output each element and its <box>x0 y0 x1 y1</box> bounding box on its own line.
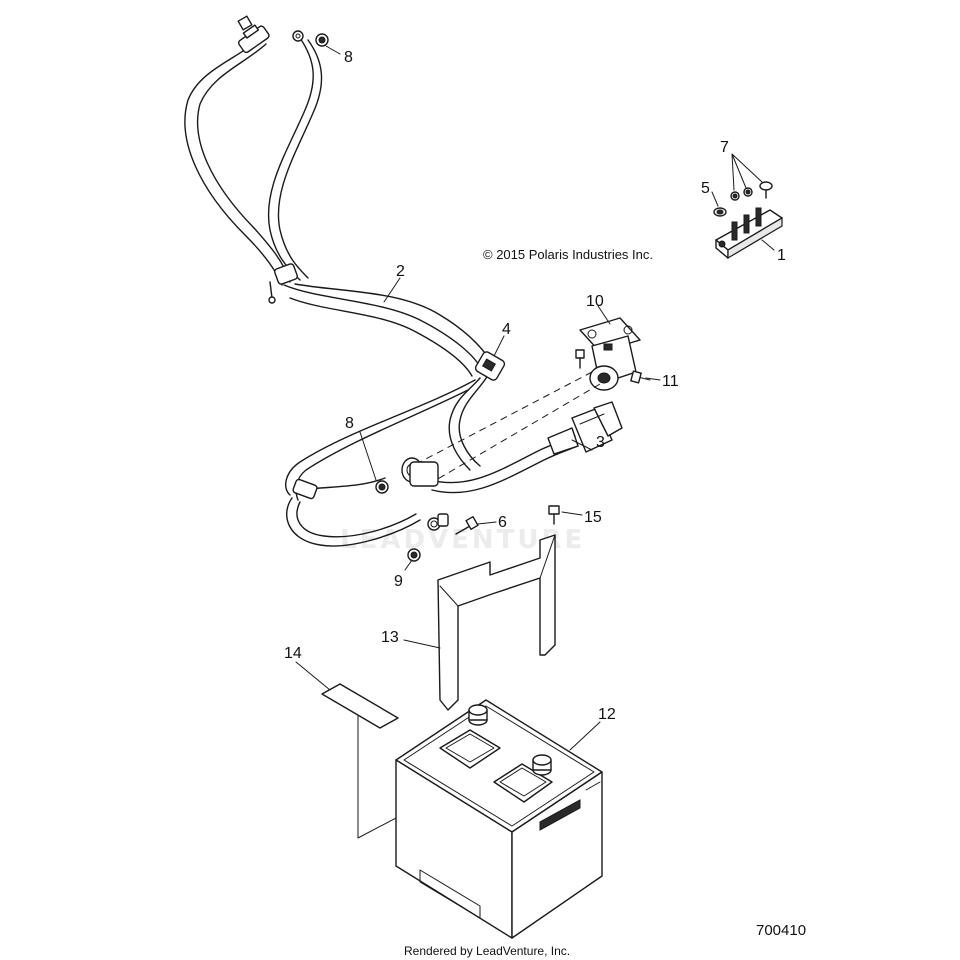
leader-lines <box>295 45 775 751</box>
callout-9: 9 <box>394 573 403 590</box>
relay-module <box>575 317 651 391</box>
callout-5: 5 <box>701 180 710 197</box>
callout-2: 2 <box>396 263 405 280</box>
drawing-number: 700410 <box>756 922 806 939</box>
terminal-clamp <box>474 351 506 381</box>
callout-12: 12 <box>598 706 616 723</box>
callout-3: 3 <box>596 434 605 451</box>
copyright-notice: © 2015 Polaris Industries Inc. <box>483 247 653 262</box>
render-credit: Rendered by LeadVenture, Inc. <box>404 944 570 958</box>
callout-8-middle: 8 <box>345 415 354 432</box>
callout-11: 11 <box>662 373 679 390</box>
bolt-6 <box>455 515 479 535</box>
callout-14: 14 <box>284 645 302 662</box>
hold-down-bracket <box>437 534 556 711</box>
nut-8-middle <box>375 480 389 494</box>
alignment-line-2 <box>435 383 601 481</box>
callouts: 1 2 3 4 5 6 7 8 8 9 10 11 12 13 14 15 <box>284 49 786 723</box>
battery-cable-harness <box>184 15 579 547</box>
warning-label <box>321 683 399 729</box>
callout-13: 13 <box>381 629 399 646</box>
callout-10: 10 <box>586 293 604 310</box>
screw-and-nuts <box>713 181 773 217</box>
battery <box>395 699 603 939</box>
main-connector <box>547 401 623 455</box>
callout-4: 4 <box>502 321 511 338</box>
callout-6: 6 <box>498 514 507 531</box>
callout-15: 15 <box>584 509 602 526</box>
nut-9 <box>407 548 421 562</box>
nut-8-top <box>315 33 329 47</box>
callout-7: 7 <box>720 139 729 156</box>
callout-1: 1 <box>777 247 786 264</box>
terminal-block <box>715 207 783 260</box>
callout-8-top: 8 <box>344 49 353 66</box>
bolt-15 <box>548 505 560 525</box>
alignment-line-1 <box>419 371 593 463</box>
